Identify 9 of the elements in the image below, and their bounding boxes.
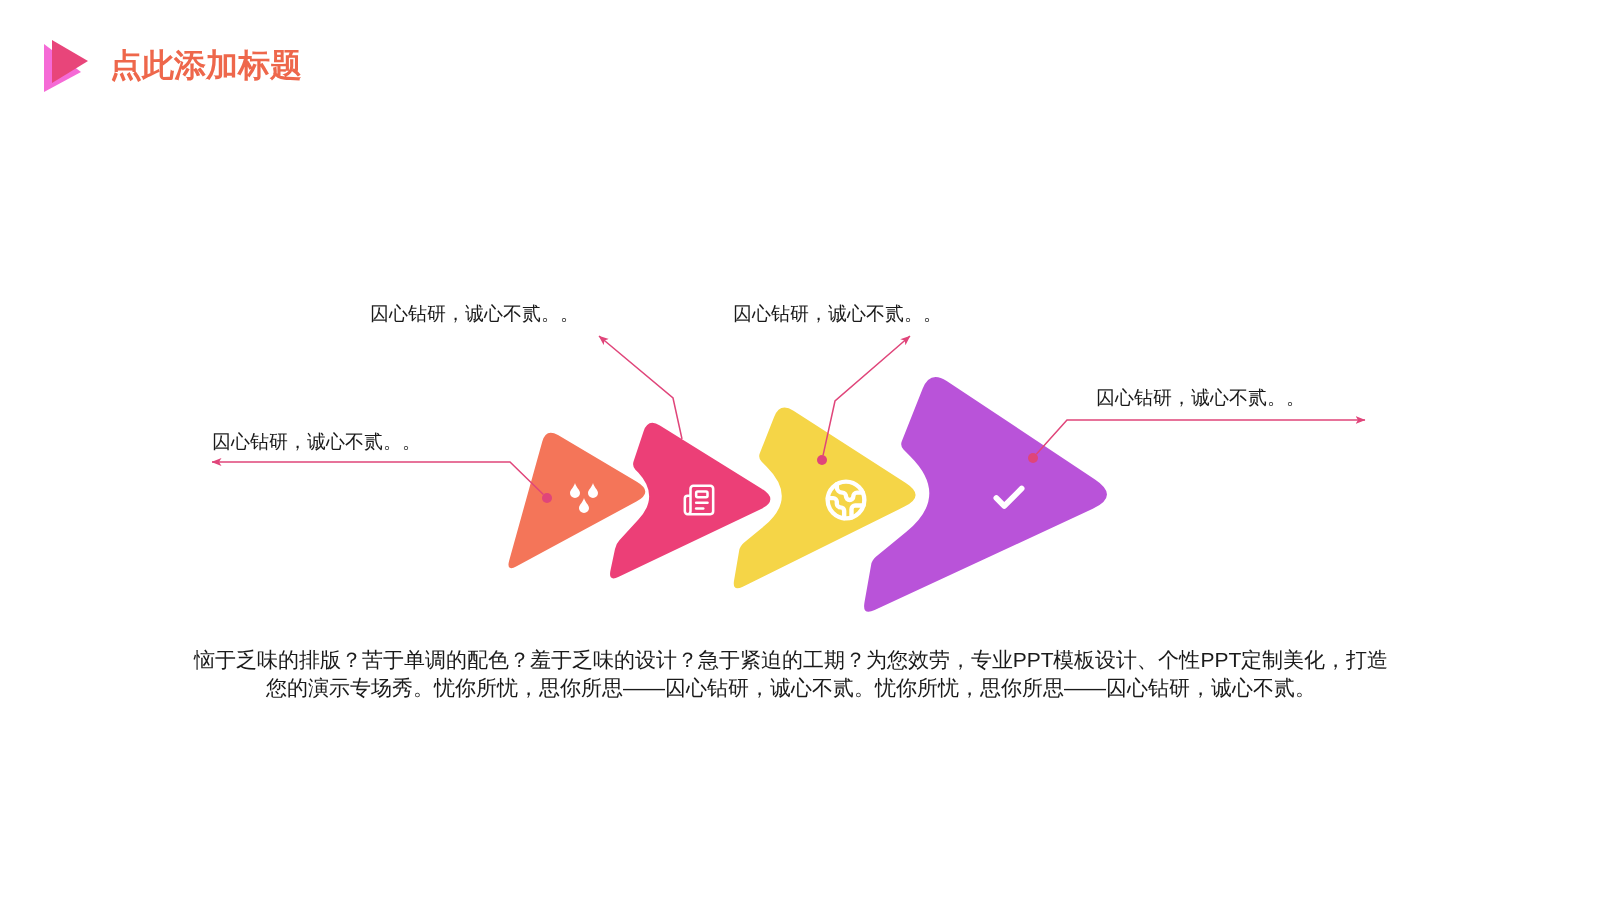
leader-arrow xyxy=(1035,416,1366,456)
leader-arrow xyxy=(822,335,911,456)
leader-arrow xyxy=(598,335,683,440)
description-text: 囚心钻研，诚心不贰。。 xyxy=(212,430,421,454)
slide-title: 点此添加标题 xyxy=(110,46,302,85)
description-text: 囚心钻研，诚心不贰。。 xyxy=(733,302,942,326)
description-text: 囚心钻研，诚心不贰。。 xyxy=(370,302,579,326)
body-paragraph: 恼于乏味的排版？苦于单调的配色？羞于乏味的设计？急于紧迫的工期？为您效劳，专业PPT模板设计、个性PPT定制美化，打造您的演示专场秀。忧你所忧，思你所思——囚心钻研，诚心不贰。忧你所忧，思你所思——囚心钻研，诚心不贰。 xyxy=(192,647,1390,701)
description-text: 囚心钻研，诚心不贰。。 xyxy=(1096,386,1305,410)
